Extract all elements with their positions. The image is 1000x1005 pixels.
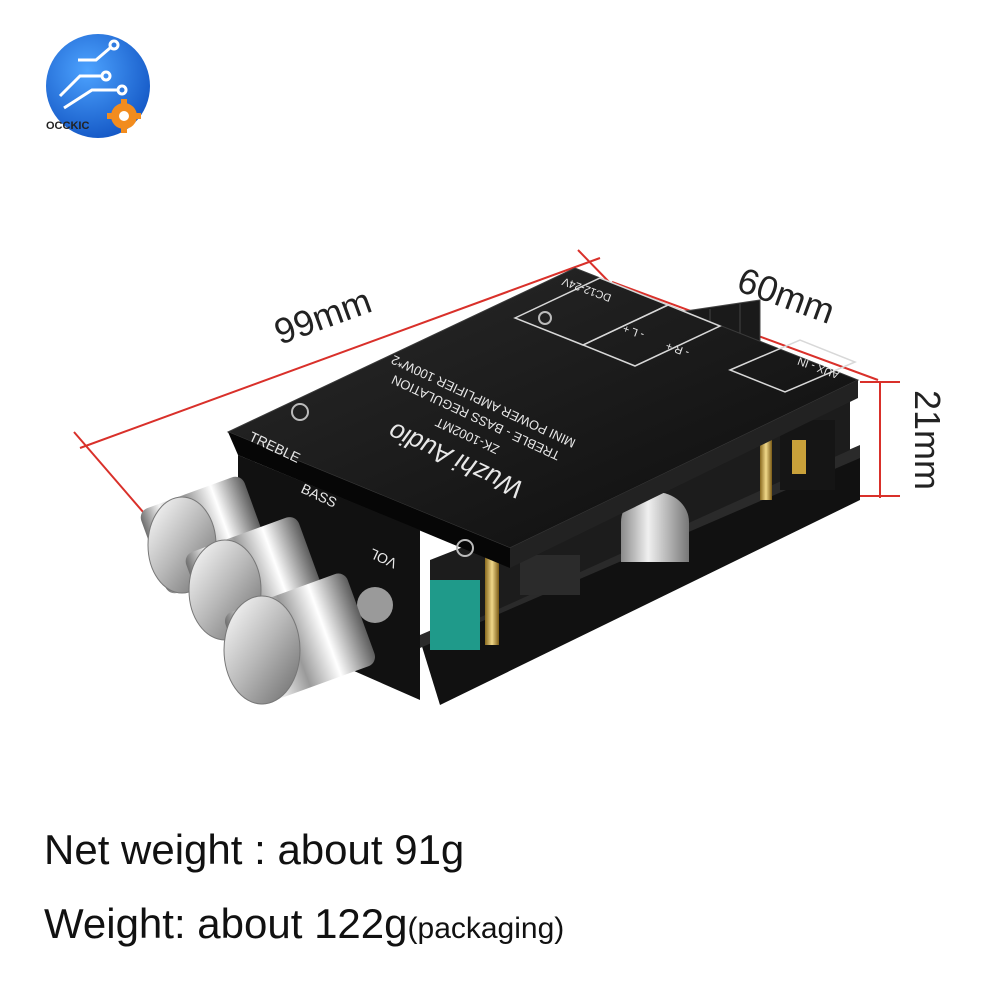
components: [430, 420, 835, 650]
gear-icon: [107, 99, 141, 133]
circuit-icon: [58, 39, 128, 110]
aux-label-box: [728, 339, 857, 393]
brand-name: OCCKIC: [46, 120, 89, 132]
chip: [520, 555, 580, 595]
height-label: 21mm: [907, 390, 948, 490]
dimension-lines: [73, 249, 900, 521]
brand-logo: OCCKIC: [46, 34, 150, 138]
weight-note: (packaging): [407, 912, 565, 945]
net-weight-caption: Net weight : about 91g: [44, 826, 465, 873]
weight-caption: Weight: about 122g(packaging): [44, 900, 564, 948]
green-inductor: [430, 580, 480, 650]
capacitor-body: [621, 522, 689, 562]
volume-knob[interactable]: [222, 571, 393, 708]
brass-standoff: [485, 555, 499, 645]
weight-main: Weight: about 122g: [44, 900, 408, 947]
aux-jack: [780, 420, 835, 490]
length-label: 99mm: [269, 280, 377, 353]
mount-hole: [291, 403, 309, 421]
mount-hole: [456, 539, 474, 557]
speaker-label-box: [581, 304, 722, 367]
mount-hole: [538, 311, 552, 325]
aux-jack-pin: [792, 440, 806, 474]
knob-nut: [357, 587, 393, 623]
top-plate: Wuzhi Audio ZK-1002MT TREBLE - BASS REGU…: [226, 267, 860, 700]
